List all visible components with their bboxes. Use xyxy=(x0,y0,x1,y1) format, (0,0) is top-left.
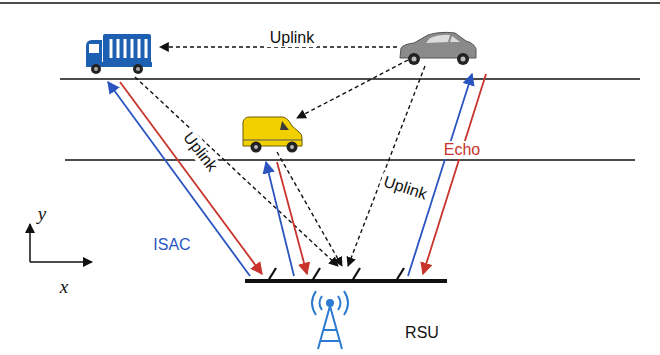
road-line xyxy=(60,78,640,80)
coordinate-axes xyxy=(30,224,92,262)
link-label: Uplink xyxy=(378,172,432,205)
axis-label: x xyxy=(60,278,68,296)
top-rule xyxy=(0,2,660,4)
antenna-array xyxy=(245,268,447,281)
link-label: Uplink xyxy=(267,29,317,47)
isac-label: ISAC xyxy=(153,236,190,254)
rsu-label: RSU xyxy=(405,324,439,342)
axis-label: y xyxy=(38,205,46,223)
echo-label: Echo xyxy=(441,141,483,159)
uplink-arrows xyxy=(135,47,425,266)
car-icon xyxy=(400,32,476,65)
truck-icon xyxy=(86,34,152,74)
sensing-arrows xyxy=(108,74,486,276)
van-icon xyxy=(243,117,302,153)
road-line xyxy=(65,159,635,161)
rsu-tower-icon xyxy=(312,291,348,349)
